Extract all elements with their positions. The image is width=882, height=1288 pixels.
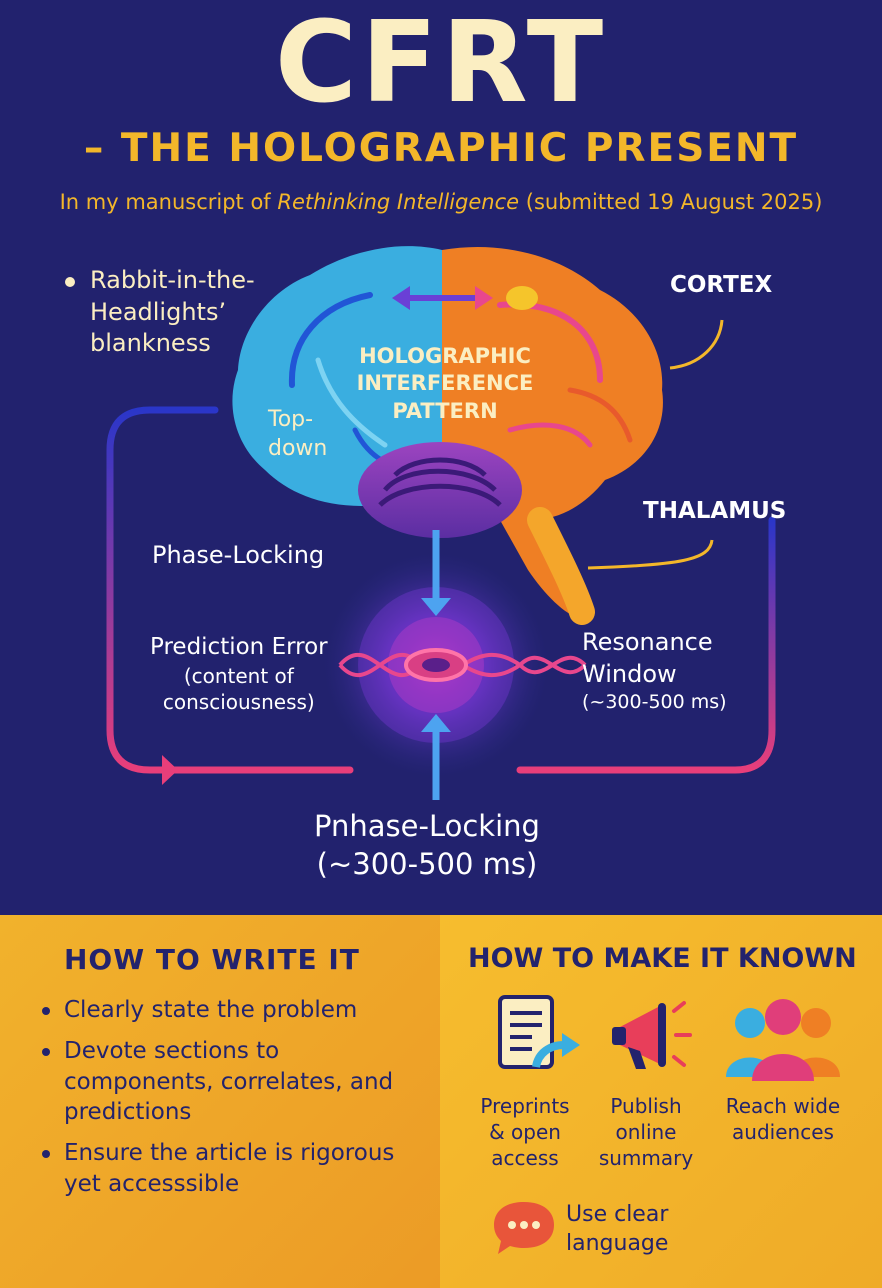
blankness-label: Rabbit-in-the- Headlights’ blankness <box>90 265 255 360</box>
cortex-left-hemisphere <box>232 246 442 506</box>
holographic-line-2: INTERFERENCE <box>356 371 534 396</box>
resonance-line-1: Resonance <box>582 628 713 656</box>
loop-arrow-icon <box>162 755 178 785</box>
write-list: Clearly state the problem Devote section… <box>40 995 420 1210</box>
holographic-line-3: PATTERN <box>392 398 498 423</box>
resonance-window-label: Resonance Window (~300-500 ms) <box>582 627 727 715</box>
share-title: HOW TO MAKE IT KNOWN <box>468 943 857 974</box>
blankness-line-1: Rabbit-in-the- <box>90 266 255 294</box>
thalamus-shape <box>358 442 522 538</box>
topdown-line-1: Top- <box>268 407 314 432</box>
resonance-line-3: (~300-500 ms) <box>582 691 727 714</box>
megaphone-icon <box>612 1001 692 1069</box>
right-feedback-loop <box>516 516 776 774</box>
intro-line: In my manuscript of Rethinking Intellige… <box>0 190 882 214</box>
bottom-phase-line-1: Pnhase-Locking <box>314 809 540 843</box>
topdown-line-2: down <box>268 436 328 462</box>
write-panel: HOW TO WRITE IT Clearly state the proble… <box>0 915 440 1288</box>
arrow-up-icon <box>421 714 451 732</box>
write-item: Devote sections to components, correlate… <box>40 1036 420 1127</box>
cortex-label: CORTEX <box>670 272 773 298</box>
arrow-left-icon <box>392 286 410 310</box>
write-item: Clearly state the problem <box>40 995 420 1025</box>
write-title: HOW TO WRITE IT <box>64 943 360 976</box>
blankness-line-2: Headlights’ <box>90 297 227 326</box>
clear-language-label: Use clear language <box>566 1202 669 1256</box>
bullet-icon <box>65 277 75 287</box>
people-group-icon <box>726 999 840 1081</box>
prediction-error-label: Prediction Error (content of consciousne… <box>150 633 328 715</box>
prediction-line-3: consciousness) <box>162 689 315 714</box>
reach-label: Reach wide audiences <box>725 1094 841 1144</box>
holographic-line-1: HOLOGRAPHIC <box>359 344 531 368</box>
thalamus-leader-line <box>587 539 714 570</box>
share-panel: HOW TO MAKE IT KNOWN Preprints & open ac… <box>440 915 882 1288</box>
bottom-phase-label: Pnhase-Locking (~300-500 ms) <box>0 808 854 883</box>
brainstem <box>527 507 595 625</box>
thalamus-label: THALAMUS <box>643 498 787 524</box>
preprints-label: Preprints & open access <box>480 1094 570 1170</box>
prediction-line-2: (content of <box>183 663 294 688</box>
brain-diagram <box>65 246 776 800</box>
arrow-down-icon <box>421 598 451 616</box>
resonance-line-2: Window <box>582 659 677 688</box>
intro-suffix: (submitted 19 August 2025) <box>519 190 823 214</box>
left-feedback-loop <box>106 406 354 774</box>
blankness-line-3: blankness <box>90 329 211 358</box>
arrow-right-icon <box>475 286 493 310</box>
topdown-label: Top- down <box>268 405 327 463</box>
write-item: Ensure the article is rigorous yet acces… <box>40 1138 420 1199</box>
cortex-right-hemisphere <box>442 246 663 619</box>
page-subtitle: – THE HOLOGRAPHIC PRESENT <box>83 126 799 171</box>
speech-bubble-icon <box>494 1202 554 1254</box>
holographic-label: HOLOGRAPHIC INTERFERENCE PATTERN <box>340 343 550 425</box>
intro-book-title: Rethinking Intelligence <box>277 190 520 214</box>
phase-locking-label: Phase-Locking <box>152 541 325 569</box>
document-share-icon <box>498 995 580 1069</box>
publish-label: Publish online summary <box>598 1094 694 1170</box>
prediction-line-1: Prediction Error <box>150 634 328 660</box>
intro-prefix: In my manuscript of <box>59 190 278 214</box>
cortex-leader-line <box>669 319 724 370</box>
bottom-phase-line-2: (~300-500 ms) <box>316 846 538 881</box>
page-title: CFRT <box>274 0 608 128</box>
